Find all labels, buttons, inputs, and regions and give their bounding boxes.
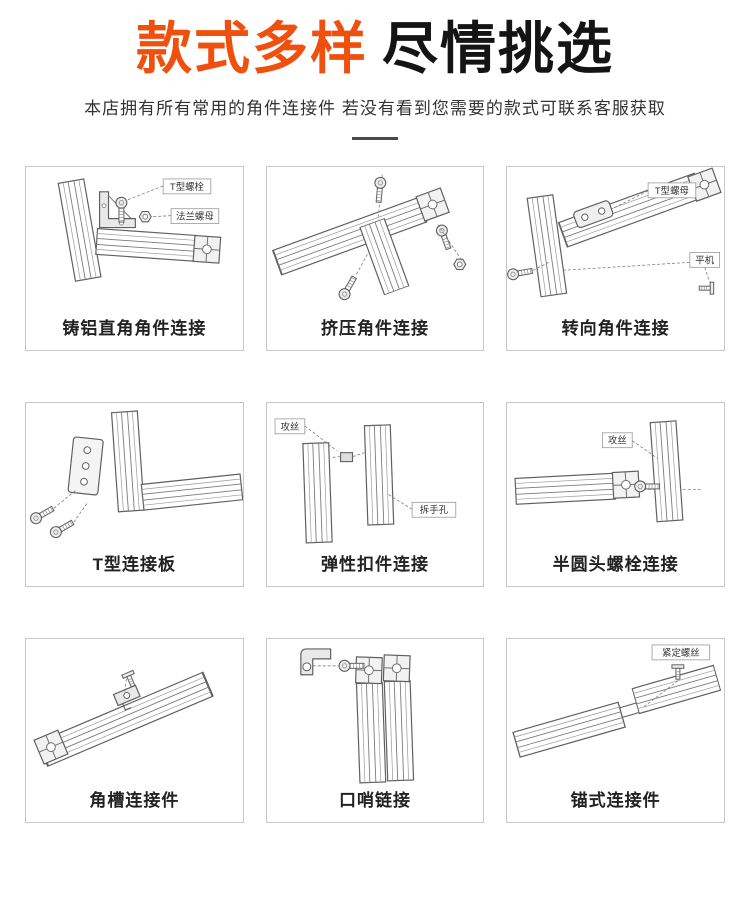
profile-bar: [355, 682, 387, 784]
cell-label: 半圆头螺栓连接: [552, 555, 679, 574]
nut-icon: [452, 258, 466, 271]
page-header: 款式多样尽情挑选 本店拥有所有常用的角件连接件 若没有看到您需要的款式可联系客服…: [0, 0, 750, 140]
grid-cell-t-plate: T型连接板: [25, 402, 244, 587]
grid-cell-corner-slot: 角槽连接件: [25, 638, 244, 823]
grid-cell-anchor-connector: 紧定螺丝 锚式连接件: [506, 638, 725, 823]
horizontal-profile-bar: [514, 472, 617, 505]
cell-label: 锚式连接件: [570, 791, 661, 810]
lower-profile-bar: [512, 701, 627, 758]
elastic-fastener-block: [339, 452, 353, 463]
grid-cell-elastic-fastener: 攻丝 拆手孔 弹性扣件连接: [265, 402, 485, 587]
horizontal-profile-bar: [95, 227, 198, 262]
profile-bar: [383, 680, 414, 782]
technical-drawing: T型螺母 平机: [507, 167, 724, 312]
annotation-label: 紧定螺丝: [662, 647, 700, 658]
cell-label: 转向角件连接: [561, 319, 670, 338]
technical-drawing: 攻丝 拆手孔: [267, 403, 484, 548]
screw-icon: [47, 517, 76, 541]
technical-drawing: 攻丝: [507, 403, 724, 548]
technical-drawing: T型螺栓 法兰螺母: [26, 167, 243, 312]
annotation-label: 法兰螺母: [176, 211, 214, 222]
technical-drawing: [267, 167, 484, 312]
title-main-text: 尽情挑选: [382, 17, 614, 80]
annotation-label: 拆手孔: [419, 504, 448, 515]
profile-end-cap: [192, 234, 222, 264]
cell-label: 角槽连接件: [89, 791, 180, 810]
grid-cell-steering-corner: T型螺母 平机 转向角件连接: [506, 166, 725, 351]
technical-drawing: [26, 639, 243, 784]
annotation-label: 攻丝: [280, 421, 299, 432]
profile-end-cap: [382, 654, 411, 683]
cell-label: 口哨链接: [338, 791, 411, 810]
vertical-profile-bar: [57, 178, 102, 282]
page-title: 款式多样尽情挑选: [0, 14, 750, 84]
flat-screw-icon: [699, 281, 715, 295]
grid-cell-extruded-corner: 挤压角件连接: [265, 166, 485, 351]
grid-cell-cast-corner: T型螺栓 法兰螺母 铸铝直角角件连接: [25, 166, 244, 351]
grid-cell-whistle-link: 口哨链接: [265, 638, 485, 823]
title-divider: [352, 137, 398, 140]
t-connection-plate: [67, 436, 104, 496]
horizontal-profile-bar: [140, 473, 243, 511]
vertical-profile-bar: [526, 194, 568, 298]
corner-bracket: [98, 191, 136, 229]
slot-connector-bracket: [112, 684, 141, 711]
screw-icon: [433, 223, 454, 252]
cell-label: 铸铝直角角件连接: [62, 319, 207, 338]
right-profile-bar: [363, 424, 394, 526]
left-profile-bar: [301, 442, 333, 544]
screw-icon: [372, 176, 387, 204]
screw-icon: [336, 274, 360, 303]
technical-drawing: [26, 403, 243, 548]
grid-cell-roundhead-bolt: 攻丝 半圆头螺栓连接: [506, 402, 725, 587]
cell-label: 弹性扣件连接: [320, 555, 429, 574]
technical-drawing: [267, 639, 484, 784]
cell-label: T型连接板: [92, 555, 177, 574]
vertical-profile-bar: [649, 420, 684, 523]
cell-label: 挤压角件连接: [320, 319, 429, 338]
annotation-label: T型螺栓: [170, 181, 205, 192]
flange-nut-icon: [138, 210, 152, 223]
screw-icon: [27, 503, 57, 527]
diagonal-profile-bar: [271, 196, 428, 276]
screw-icon: [507, 264, 534, 282]
annotation-label: T型螺母: [655, 185, 689, 196]
annotation-label: 平机: [696, 254, 715, 265]
profile-end-cap: [354, 656, 383, 685]
page-subtitle: 本店拥有所有常用的角件连接件 若没有看到您需要的款式可联系客服获取: [84, 99, 666, 118]
vertical-profile-bar: [110, 410, 145, 513]
connector-grid: T型螺栓 法兰螺母 铸铝直角角件连接 挤压角件连接: [0, 140, 750, 823]
whistle-clamp: [299, 648, 331, 676]
annotation-label: 攻丝: [608, 435, 627, 446]
technical-drawing: 紧定螺丝: [507, 639, 724, 784]
pivot-connector-plate: [573, 200, 614, 229]
title-accent-text: 款式多样: [136, 17, 368, 80]
